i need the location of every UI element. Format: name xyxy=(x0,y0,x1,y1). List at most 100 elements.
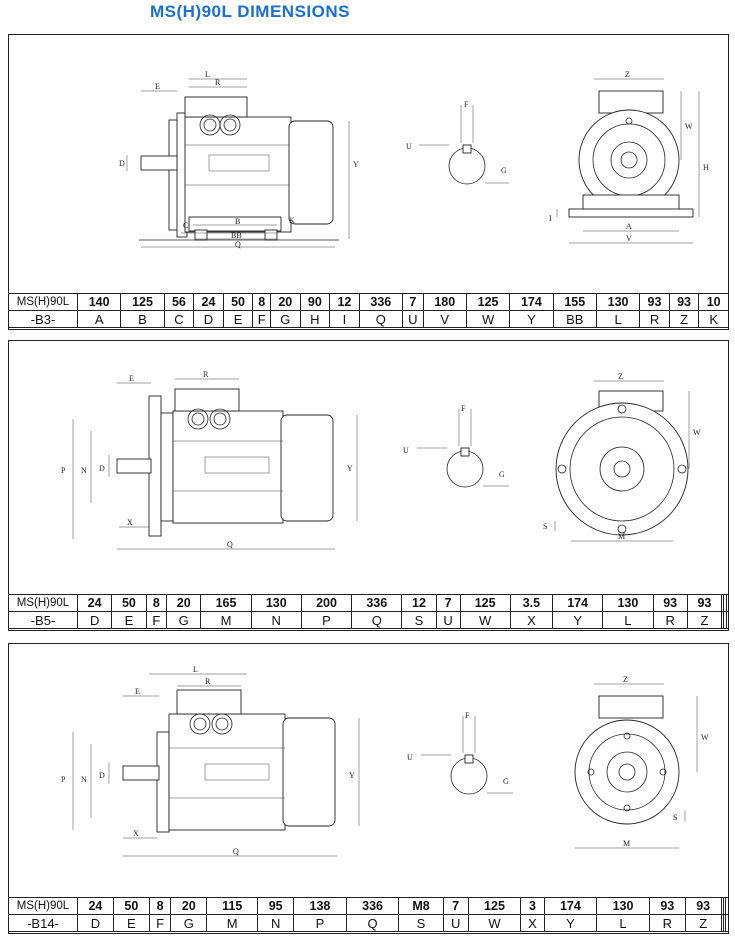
b14-letter: X xyxy=(520,914,545,932)
b5-value: 165 xyxy=(200,594,252,612)
b3-end-view: Z W H I A V xyxy=(549,70,709,244)
section-b3: L R E D C B BB Q K Y F U G xyxy=(8,34,729,330)
b14-letters-row: -B14- D E F G M N P Q S U W X Y L R Z xyxy=(8,914,729,932)
b5-letter: R xyxy=(652,611,688,629)
svg-text:N: N xyxy=(81,466,87,475)
svg-text:S: S xyxy=(543,522,547,531)
b5-value: 130 xyxy=(250,594,302,612)
svg-text:E: E xyxy=(129,374,134,383)
svg-text:X: X xyxy=(127,518,133,527)
b14-mount-label: -B14- xyxy=(8,914,78,932)
b3-value: 93 xyxy=(639,293,670,311)
svg-text:U: U xyxy=(407,753,413,762)
svg-text:Z: Z xyxy=(625,70,630,79)
svg-text:V: V xyxy=(626,234,632,243)
svg-text:M: M xyxy=(623,839,630,848)
svg-text:Q: Q xyxy=(233,847,239,856)
b5-letter xyxy=(725,611,730,629)
b3-model-label: MS(H)90L xyxy=(8,293,78,311)
b5-letter: Z xyxy=(686,611,723,629)
svg-text:W: W xyxy=(701,733,709,742)
svg-text:Z: Z xyxy=(623,675,628,684)
b3-value: 50 xyxy=(222,293,254,311)
b14-side-view: L E R P N D X Q Y xyxy=(61,665,360,857)
svg-text:A: A xyxy=(626,222,632,231)
b5-side-view: E R P N D X Q Y xyxy=(61,370,358,550)
svg-text:I: I xyxy=(549,214,552,223)
section-b5: E R P N D X Q Y F U G xyxy=(8,340,730,631)
svg-text:Q: Q xyxy=(235,240,241,249)
b3-letter: G xyxy=(270,310,301,328)
section-b14: L E R P N D X Q Y F U G xyxy=(8,643,729,934)
b14-value: 130 xyxy=(596,897,650,915)
svg-text:G: G xyxy=(503,777,509,786)
b14-letter: S xyxy=(398,914,444,932)
b5-letter: W xyxy=(459,611,511,629)
b3-letter: Y xyxy=(509,310,554,328)
svg-text:D: D xyxy=(119,159,125,168)
b5-value: 130 xyxy=(602,594,654,612)
b3-letter: I xyxy=(329,310,360,328)
svg-text:Z: Z xyxy=(618,372,623,381)
b3-value: 140 xyxy=(76,293,122,311)
b5-letter: P xyxy=(300,611,353,629)
b5-value: 174 xyxy=(552,594,604,612)
b14-letter: W xyxy=(467,914,522,932)
b5-value: 8 xyxy=(145,594,168,612)
b14-letter: N xyxy=(257,914,295,932)
svg-text:S: S xyxy=(673,813,677,822)
svg-text:F: F xyxy=(465,711,470,720)
svg-text:U: U xyxy=(403,446,409,455)
b3-shaft-detail: F U G xyxy=(406,100,509,185)
b5-value xyxy=(725,594,730,612)
svg-text:H: H xyxy=(703,163,709,172)
b14-letter: R xyxy=(648,914,686,932)
svg-text:Y: Y xyxy=(349,771,355,780)
b14-end-view: Z W S M xyxy=(574,675,709,849)
svg-text:D: D xyxy=(99,771,105,780)
svg-text:P: P xyxy=(61,466,66,475)
b14-value: 8 xyxy=(148,897,172,915)
b3-letter: L xyxy=(595,310,641,328)
b14-values-row: MS(H)90L 24 50 8 20 115 95 138 336 M8 7 … xyxy=(8,897,729,915)
b3-value: 155 xyxy=(552,293,597,311)
svg-text:N: N xyxy=(81,775,87,784)
b5-letter: L xyxy=(602,611,654,629)
b3-value: 180 xyxy=(422,293,467,311)
b5-value: 125 xyxy=(459,594,511,612)
b3-value: 20 xyxy=(270,293,301,311)
svg-text:U: U xyxy=(406,142,412,151)
b14-value: 7 xyxy=(442,897,469,915)
b14-value: 93 xyxy=(648,897,686,915)
svg-text:E: E xyxy=(155,82,160,91)
b5-value: 24 xyxy=(76,594,113,612)
b3-letter: BB xyxy=(552,310,597,328)
svg-text:BB: BB xyxy=(231,231,242,240)
b14-value: M8 xyxy=(398,897,444,915)
b5-value: 12 xyxy=(401,594,437,612)
svg-text:R: R xyxy=(205,677,211,686)
b14-value: 50 xyxy=(112,897,150,915)
svg-text:K: K xyxy=(289,216,295,225)
b14-drawing: L E R P N D X Q Y F U G xyxy=(9,644,728,897)
b5-letter: F xyxy=(145,611,168,629)
b5-letter: Q xyxy=(351,611,403,629)
b3-value: 8 xyxy=(252,293,272,311)
b5-shaft-detail: F U G xyxy=(403,404,509,488)
b3-letter: E xyxy=(222,310,254,328)
b14-shaft-detail: F U G xyxy=(407,711,513,795)
b3-value: 93 xyxy=(668,293,700,311)
b3-side-view: L R E D C B BB Q K Y xyxy=(119,70,359,249)
b5-value: 200 xyxy=(300,594,353,612)
b14-value: 93 xyxy=(684,897,722,915)
svg-text:Y: Y xyxy=(353,160,359,169)
svg-text:F: F xyxy=(464,100,469,109)
svg-text:X: X xyxy=(133,829,139,838)
b3-value: 125 xyxy=(465,293,511,311)
b3-letters-row: -B3- A B C D E F G H I Q U V W Y BB L R … xyxy=(8,310,729,328)
b3-letter: K xyxy=(698,310,729,328)
b5-drawing: E R P N D X Q Y F U G xyxy=(9,341,728,594)
b3-letter: V xyxy=(422,310,467,328)
b3-value: 10 xyxy=(698,293,729,311)
b14-model-label: MS(H)90L xyxy=(8,897,78,915)
